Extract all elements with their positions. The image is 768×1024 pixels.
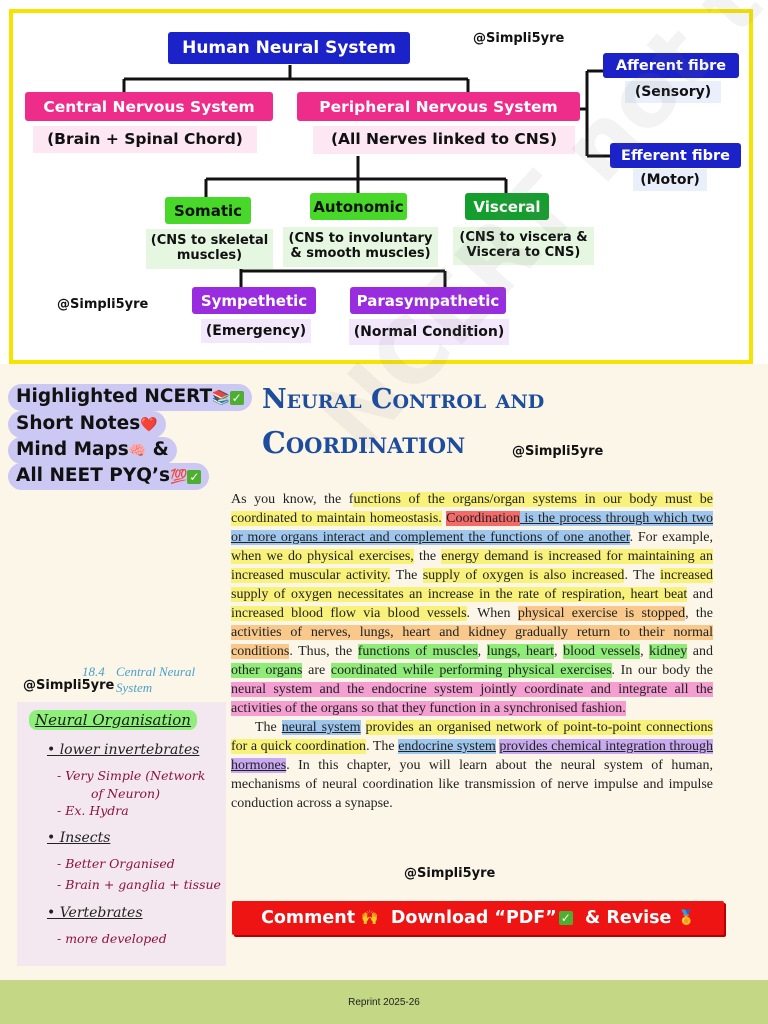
credit-mid: @Simpli5yre bbox=[23, 678, 115, 693]
section-heading: 18.4 Central Neural System bbox=[82, 664, 195, 696]
section-title-1: Central Neural bbox=[116, 664, 196, 679]
text-run: . For example, bbox=[629, 530, 713, 545]
text-run: , bbox=[477, 644, 487, 659]
text-run: , bbox=[640, 644, 650, 659]
node-visceral-description: (CNS to viscera & Viscera to CNS) bbox=[453, 227, 594, 265]
credit-bottom: @Simpli5yre bbox=[404, 866, 496, 881]
node-autonomic: Autonomic bbox=[310, 193, 407, 220]
text-run: . Thus, the bbox=[289, 644, 358, 659]
node-efferent-fibre: Efferent fibre bbox=[610, 143, 741, 168]
paragraph-1: As you know, the functions of the organs… bbox=[231, 490, 714, 718]
highlighted-text: coordinated while performing physical ex… bbox=[330, 663, 612, 678]
section-title-2: System bbox=[116, 680, 153, 695]
text-run: The bbox=[390, 568, 423, 583]
node-pns-description: (All Nerves linked to CNS) bbox=[313, 126, 575, 154]
node-sympathetic-description: (Emergency) bbox=[201, 319, 311, 343]
text-run: . In our body the bbox=[611, 663, 714, 678]
root-node-human-neural-system: Human Neural System bbox=[168, 32, 410, 64]
chapter-title-line-2: Coordination bbox=[262, 426, 466, 461]
node-efferent-description: (Motor) bbox=[633, 169, 707, 191]
notes-group-1: • lower invertebrates bbox=[47, 742, 200, 758]
notes-group-3-item-a: - more developed bbox=[57, 931, 167, 946]
node-parasympathetic: Parasympathetic bbox=[350, 287, 506, 314]
notes-group-1-item-b: of Neuron) bbox=[91, 786, 160, 801]
text-run: the bbox=[413, 549, 442, 564]
highlighted-text: Coordination bbox=[446, 511, 521, 526]
books-icon: 📚 bbox=[212, 390, 230, 406]
text-run: . The bbox=[624, 568, 661, 583]
text-run: , bbox=[554, 644, 564, 659]
notes-group-1-item-c: - Ex. Hydra bbox=[57, 803, 129, 818]
highlighted-text: kidney bbox=[649, 644, 688, 659]
node-peripheral-nervous-system: Peripheral Nervous System bbox=[297, 92, 580, 121]
highlighted-text: supply of oxygen is also increased bbox=[422, 568, 625, 583]
text-run: . In this chapter, you will learn about … bbox=[231, 758, 713, 811]
text-run: , the bbox=[685, 606, 714, 621]
body-text: As you know, the functions of the organs… bbox=[231, 490, 714, 813]
node-pns-label: Peripheral Nervous System bbox=[319, 97, 558, 116]
text-run: are bbox=[302, 663, 331, 678]
highlighted-text: other organs bbox=[231, 663, 303, 678]
promo-highlighted-ncert: Highlighted NCERT📚✓ bbox=[8, 384, 252, 411]
reprint-label: Reprint 2025-26 bbox=[348, 996, 420, 1008]
chapter-title-line-1: Neural Control and bbox=[262, 384, 545, 415]
notes-group-2: • Insects bbox=[47, 830, 111, 846]
node-afferent-description: (Sensory) bbox=[625, 81, 721, 103]
page-footer: Reprint 2025-26 bbox=[0, 980, 768, 1024]
highlighted-text: physical exercise is stopped bbox=[517, 606, 686, 621]
promo-mind-maps: Mind Maps🧠 & bbox=[8, 437, 177, 464]
root-node-label: Human Neural System bbox=[182, 38, 396, 58]
handwritten-notes: Neural Organisation • lower invertebrate… bbox=[17, 702, 226, 966]
node-sympathetic: Sympethetic bbox=[192, 287, 316, 314]
mind-map-credit-left: @Simpli5yre bbox=[57, 297, 149, 312]
brain-icon: 🧠 bbox=[128, 443, 147, 459]
check-icon: ✓ bbox=[229, 391, 244, 405]
text-run: . The bbox=[366, 739, 399, 754]
mind-map-credit-top: @Simpli5yre bbox=[473, 31, 565, 46]
medal-icon: 🏅 bbox=[677, 910, 695, 926]
text-run: and bbox=[687, 587, 713, 602]
hundred-points-icon: 💯 bbox=[169, 469, 188, 485]
comment-download-banner[interactable]: Comment 🙌 Download “PDF”✓ & Revise 🏅 bbox=[232, 901, 724, 935]
notes-group-1-item-a: - Very Simple (Network bbox=[57, 768, 206, 783]
node-central-nervous-system: Central Nervous System bbox=[25, 92, 273, 121]
check-icon: ✓ bbox=[558, 911, 573, 925]
highlighted-text: endocrine system bbox=[398, 739, 496, 754]
text-run bbox=[361, 720, 366, 735]
promo-neet-pyqs: All NEET PYQ’s💯✓ bbox=[8, 463, 210, 490]
section-number: 18.4 bbox=[82, 664, 105, 679]
promo-short-notes: Short Notes❤️ bbox=[8, 411, 166, 438]
highlighted-text: when we do physical exercises, bbox=[231, 549, 414, 564]
highlighted-text: neural system and the endocrine system j… bbox=[231, 682, 713, 716]
node-cns-label: Central Nervous System bbox=[43, 97, 255, 116]
node-somatic-description: (CNS to skeletal muscles) bbox=[146, 229, 273, 269]
chapter-credit: @Simpli5yre bbox=[512, 444, 604, 459]
node-autonomic-description: (CNS to involuntary & smooth muscles) bbox=[283, 227, 438, 267]
notes-group-2-item-b: - Brain + ganglia + tissue bbox=[57, 877, 221, 892]
mind-map-panel: Human Neural System @Simpli5yre Central … bbox=[9, 9, 753, 364]
node-parasympathetic-description: (Normal Condition) bbox=[349, 319, 509, 345]
highlighted-text: increased blood flow via blood vessels bbox=[231, 606, 467, 621]
node-visceral: Visceral bbox=[465, 193, 549, 220]
notes-heading: Neural Organisation bbox=[29, 710, 197, 730]
node-afferent-fibre: Afferent fibre bbox=[603, 53, 739, 78]
check-icon: ✓ bbox=[187, 470, 202, 484]
node-cns-description: (Brain + Spinal Chord) bbox=[33, 126, 257, 153]
text-run: The bbox=[255, 720, 282, 735]
node-somatic: Somatic bbox=[165, 197, 251, 224]
raised-hands-icon: 🙌 bbox=[361, 910, 379, 926]
text-run: As you know, the f bbox=[231, 492, 354, 507]
notes-group-3: • Vertebrates bbox=[47, 905, 143, 921]
highlighted-text: blood vessels bbox=[563, 644, 641, 659]
text-run: and bbox=[687, 644, 714, 659]
notes-group-2-item-a: - Better Organised bbox=[57, 856, 175, 871]
highlighted-text: lungs, heart bbox=[486, 644, 555, 659]
heart-icon: ❤️ bbox=[140, 417, 158, 433]
text-run: . When bbox=[466, 606, 518, 621]
highlighted-text: neural system bbox=[281, 720, 361, 735]
paragraph-2: The neural system provides an organised … bbox=[231, 718, 713, 813]
highlighted-text: functions of muscles bbox=[357, 644, 478, 659]
